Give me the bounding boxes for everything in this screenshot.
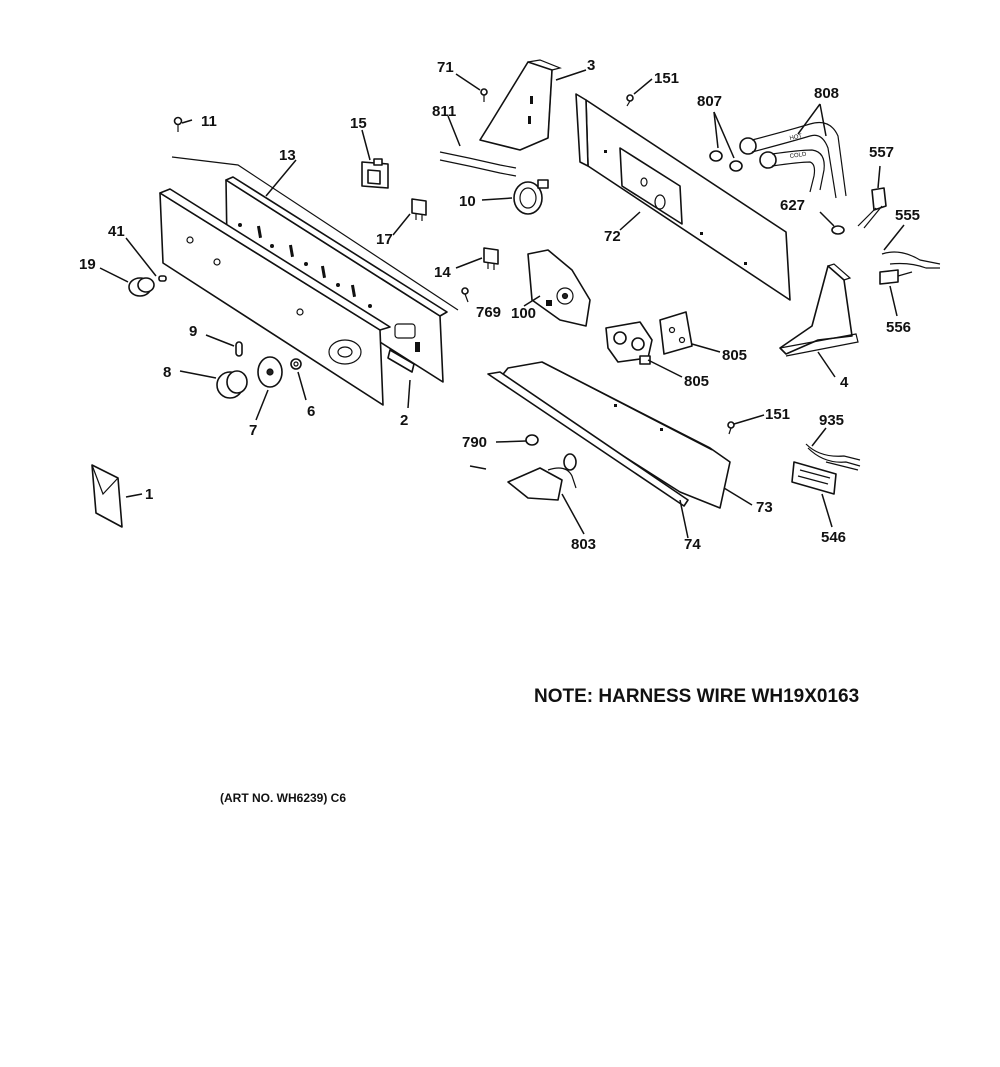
callout-15: 15 xyxy=(350,115,367,132)
callout-790: 790 xyxy=(462,434,487,451)
callout-labels: 1 2 3 4 6 7 8 9 10 11 13 14 15 17 19 41 … xyxy=(79,57,920,553)
part-808-inlet-hoses: HOT COLD xyxy=(739,121,847,199)
part-7-timer-dial xyxy=(257,356,283,388)
callout-811: 811 xyxy=(432,103,456,120)
part-3-end-cap-left xyxy=(479,59,562,151)
callout-769: 769 xyxy=(476,304,501,321)
part-71-screw xyxy=(480,88,488,102)
part-10-pressure-switch xyxy=(513,179,549,215)
part-807-washer xyxy=(709,150,743,172)
callout-805-lower: 805 xyxy=(684,373,709,390)
part-2-control-panel xyxy=(159,188,415,406)
part-8-timer-knob xyxy=(216,370,248,399)
hose-label-hot: HOT xyxy=(789,133,803,142)
part-935-harness xyxy=(805,443,861,471)
part-803-drain-hose xyxy=(507,453,577,501)
callout-71: 71 xyxy=(437,59,454,76)
callout-627: 627 xyxy=(780,197,805,214)
callout-557: 557 xyxy=(869,144,894,161)
callout-546: 546 xyxy=(821,529,846,546)
part-6-nut xyxy=(290,358,302,370)
callout-935: 935 xyxy=(819,412,844,429)
part-805-valve-bracket xyxy=(659,311,693,355)
part-74-trim xyxy=(487,371,689,507)
part-557-cord-connector xyxy=(857,187,887,229)
callout-73: 73 xyxy=(756,499,773,516)
callout-555: 555 xyxy=(895,207,920,224)
callout-151-lower: 151 xyxy=(765,406,790,423)
part-11-screw xyxy=(173,116,183,132)
part-1-literature xyxy=(91,464,123,528)
part-9-clip xyxy=(235,341,243,357)
part-151-screw-lower xyxy=(727,421,735,435)
callout-13: 13 xyxy=(279,147,296,164)
callout-803: 803 xyxy=(571,536,596,553)
hose-label-cold: COLD xyxy=(789,152,807,160)
callout-8: 8 xyxy=(163,364,171,381)
harness-note: NOTE: HARNESS WIRE WH19X0163 xyxy=(534,686,860,707)
part-15-switch xyxy=(361,158,389,189)
part-627-plug xyxy=(831,225,845,235)
callout-74: 74 xyxy=(684,536,701,553)
callout-10: 10 xyxy=(459,193,476,210)
callout-19: 19 xyxy=(79,256,96,273)
callout-3: 3 xyxy=(587,57,595,74)
callout-2: 2 xyxy=(400,412,408,429)
part-546-connector xyxy=(791,461,837,495)
callout-11: 11 xyxy=(201,113,217,130)
part-811-tube xyxy=(439,151,517,177)
callout-556: 556 xyxy=(886,319,911,336)
part-4-end-cap-right xyxy=(779,263,859,357)
callout-4: 4 xyxy=(840,374,849,391)
callout-17: 17 xyxy=(376,231,393,248)
callout-808: 808 xyxy=(814,85,839,102)
callout-14: 14 xyxy=(434,264,451,281)
part-790-clamp xyxy=(525,434,539,446)
part-151-screw-top xyxy=(626,94,634,107)
callout-72: 72 xyxy=(604,228,621,245)
part-17-switch xyxy=(411,198,427,221)
part-14-switch xyxy=(483,247,499,270)
callout-6: 6 xyxy=(307,403,315,420)
part-13-backsplash-frame xyxy=(171,156,459,383)
part-19-knob xyxy=(128,277,155,297)
callout-100: 100 xyxy=(511,305,536,322)
callout-9: 9 xyxy=(189,323,197,340)
callout-7: 7 xyxy=(249,422,257,439)
callout-41: 41 xyxy=(108,223,125,240)
part-72-mounting-panel xyxy=(575,93,791,301)
part-100-timer xyxy=(527,249,591,327)
part-556-terminal-block xyxy=(879,269,913,285)
part-769-screw xyxy=(461,287,469,303)
part-555-wire xyxy=(881,251,941,269)
part-805-water-valve xyxy=(605,321,653,365)
callout-807: 807 xyxy=(697,93,722,110)
callout-151-top: 151 xyxy=(654,70,679,87)
callout-805-upper: 805 xyxy=(722,347,747,364)
leader-lines xyxy=(99,69,905,539)
part-41-knob-spring xyxy=(158,275,167,282)
art-number: (ART NO. WH6239) C6 xyxy=(220,791,347,805)
callout-1: 1 xyxy=(145,486,153,503)
